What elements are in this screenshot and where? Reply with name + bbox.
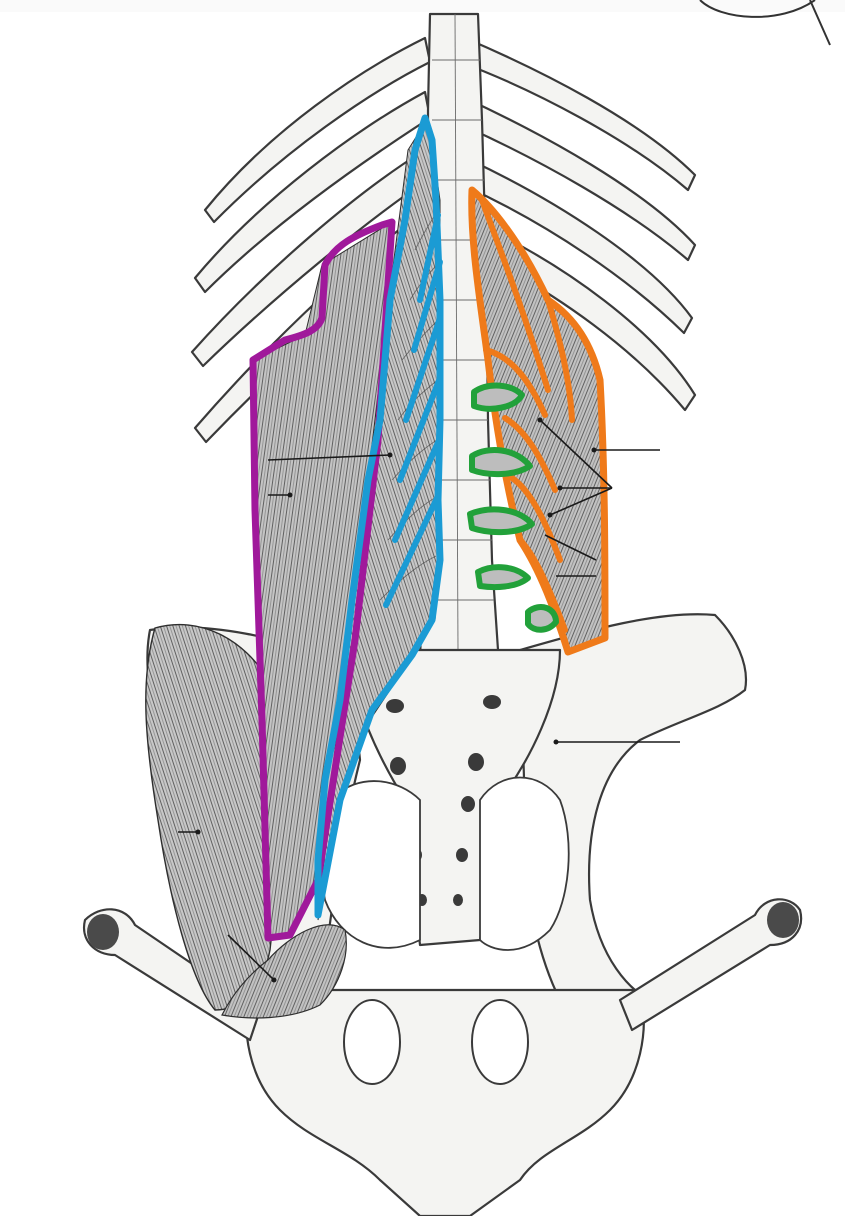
top-scan-strip (0, 0, 845, 12)
outline-orange-inner-segments (479, 197, 575, 633)
muscle-lower-oblique (221, 924, 347, 1019)
outline-purple (249, 218, 396, 942)
femur-right-end (767, 902, 799, 938)
outline-green-2 (469, 447, 533, 478)
ribs-right (458, 36, 697, 412)
outline-blue (314, 114, 444, 919)
outline-green-4 (475, 564, 531, 590)
femur-left-end (87, 914, 119, 950)
outline-green-group (467, 382, 559, 633)
outline-green-1 (471, 382, 525, 412)
outline-green-5 (525, 604, 559, 633)
outline-green-3 (467, 506, 535, 536)
leader-lines (178, 417, 680, 983)
outline-blue-inner-segments (383, 212, 443, 608)
corner-fragment (699, 0, 831, 46)
